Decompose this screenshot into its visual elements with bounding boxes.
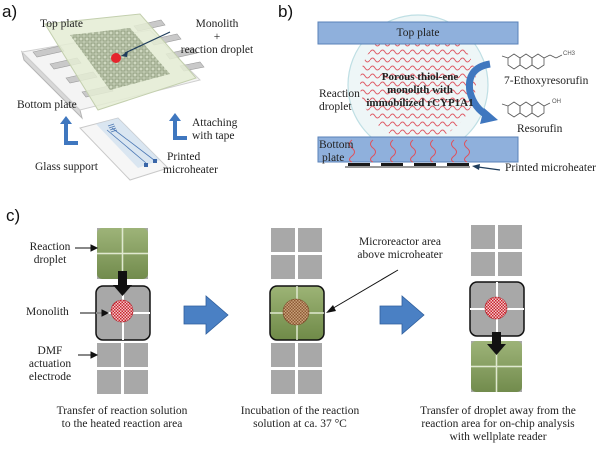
ethoxyresorufin-structure — [501, 53, 563, 70]
c-step1-caption: Transfer of reaction solution to the hea… — [42, 405, 202, 431]
b-bottom-plate-label: Bottom plate — [319, 139, 354, 165]
c-dmf-line3: electrode — [28, 371, 72, 383]
c-dmf-line2: actuation — [28, 358, 72, 370]
b-reaction-line2: droplet — [319, 101, 352, 113]
c-step2-caption: Incubation of the reaction solution at c… — [230, 405, 370, 431]
c-monolith-label: Monolith — [26, 306, 69, 318]
a-bottom-plate-label: Bottom plate — [17, 99, 77, 111]
b-monolith-label: Porous thiol-ene monolith with immobiliz… — [360, 71, 480, 110]
a-monolith-line1: Monolith — [195, 18, 239, 30]
a-monolith-label: Monolith + reaction droplet — [172, 18, 262, 57]
b-bottom-line1: Bottom — [319, 139, 354, 151]
b-monolith-line3: immobilized rCYP1A1 — [366, 97, 474, 109]
a-attaching-line2: with tape — [192, 130, 235, 142]
c-step3-caption: Transfer of droplet away from the reacti… — [400, 405, 596, 444]
c-step1-line1: Transfer of reaction solution — [56, 405, 188, 417]
a-attaching-line1: Attaching — [192, 117, 238, 129]
c-microreactor-label: Microreactor area above microheater — [340, 236, 460, 262]
monolith-dot — [111, 53, 121, 63]
c-step3-line2: reaction area for on-chip analysis — [421, 418, 575, 430]
a-monolith-line2: reaction droplet — [180, 44, 254, 56]
c-dmf-line1: DMF — [37, 345, 63, 357]
b-monolith-line1: Porous thiol-ene — [381, 71, 459, 83]
panel-b-label: b) — [278, 2, 294, 21]
c-step3-line1: Transfer of droplet away from the — [420, 405, 576, 417]
b-ch3-label: CH3 — [563, 51, 576, 57]
monolith-3 — [484, 296, 508, 320]
c-reaction-line1: Reaction — [29, 241, 71, 253]
monolith-1 — [110, 299, 134, 323]
monolith-pointer — [124, 31, 171, 54]
b-oh-label: OH — [552, 99, 561, 105]
c-step1-line2: to the heated reaction area — [61, 418, 183, 430]
c-step2-line1: Incubation of the reaction — [240, 405, 360, 417]
down-arrow-1 — [113, 271, 132, 296]
a-printed-line2: microheater — [163, 164, 218, 176]
top-plate-bar — [317, 21, 519, 45]
b-product-label: Resorufin — [517, 123, 563, 135]
c-microreactor-line1: Microreactor area — [358, 236, 442, 248]
attach-up-arrow — [169, 113, 187, 140]
microreactor-pointer — [329, 269, 399, 311]
c-reaction-droplet-label: Reaction droplet — [22, 241, 78, 267]
b-top-plate-label: Top plate — [396, 27, 440, 39]
b-reaction-droplet-label: Reaction droplet — [319, 88, 360, 114]
a-glass-support-label: Glass support — [35, 161, 98, 173]
linker-chains — [349, 139, 470, 163]
panel-a-label: a) — [2, 2, 18, 21]
down-arrow-3 — [487, 332, 506, 355]
a-monolith-plus: + — [213, 31, 221, 43]
step-arrow-1 — [183, 295, 229, 335]
c-dmf-label: DMF actuation electrode — [22, 345, 78, 384]
c-step3-line3: with wellplate reader — [449, 431, 547, 443]
a-printed-label: Printed microheater — [163, 151, 218, 177]
panel-c-label: c) — [6, 206, 21, 225]
c-reaction-line2: droplet — [33, 254, 67, 266]
c-microreactor-line2: above microheater — [357, 249, 443, 261]
label-pointers-1 — [75, 244, 110, 359]
b-reaction-line1: Reaction — [319, 88, 360, 100]
glass-support — [79, 117, 169, 181]
resorufin-structure — [501, 101, 551, 118]
a-top-plate-label: Top plate — [40, 18, 83, 30]
b-printed-microheater-label: Printed microheater — [505, 162, 597, 174]
c-step2-line2: solution at ca. 37 °C — [253, 418, 347, 430]
monolith-2 — [282, 298, 310, 326]
microheater-pointer — [477, 166, 501, 171]
microheater-segments — [348, 163, 469, 166]
a-printed-line1: Printed — [167, 151, 201, 163]
step-arrow-2 — [379, 295, 425, 335]
a-attaching-label: Attaching with tape — [192, 117, 237, 143]
reaction-curved-arrow — [465, 60, 491, 120]
b-monolith-line2: monolith with — [387, 84, 453, 96]
b-bottom-line2: plate — [322, 152, 345, 164]
monolith-mesh — [360, 25, 476, 141]
b-substrate-label: 7-Ethoxyresorufin — [504, 75, 589, 87]
glass-up-arrow — [60, 116, 78, 145]
column-2-electrodes — [271, 228, 322, 394]
